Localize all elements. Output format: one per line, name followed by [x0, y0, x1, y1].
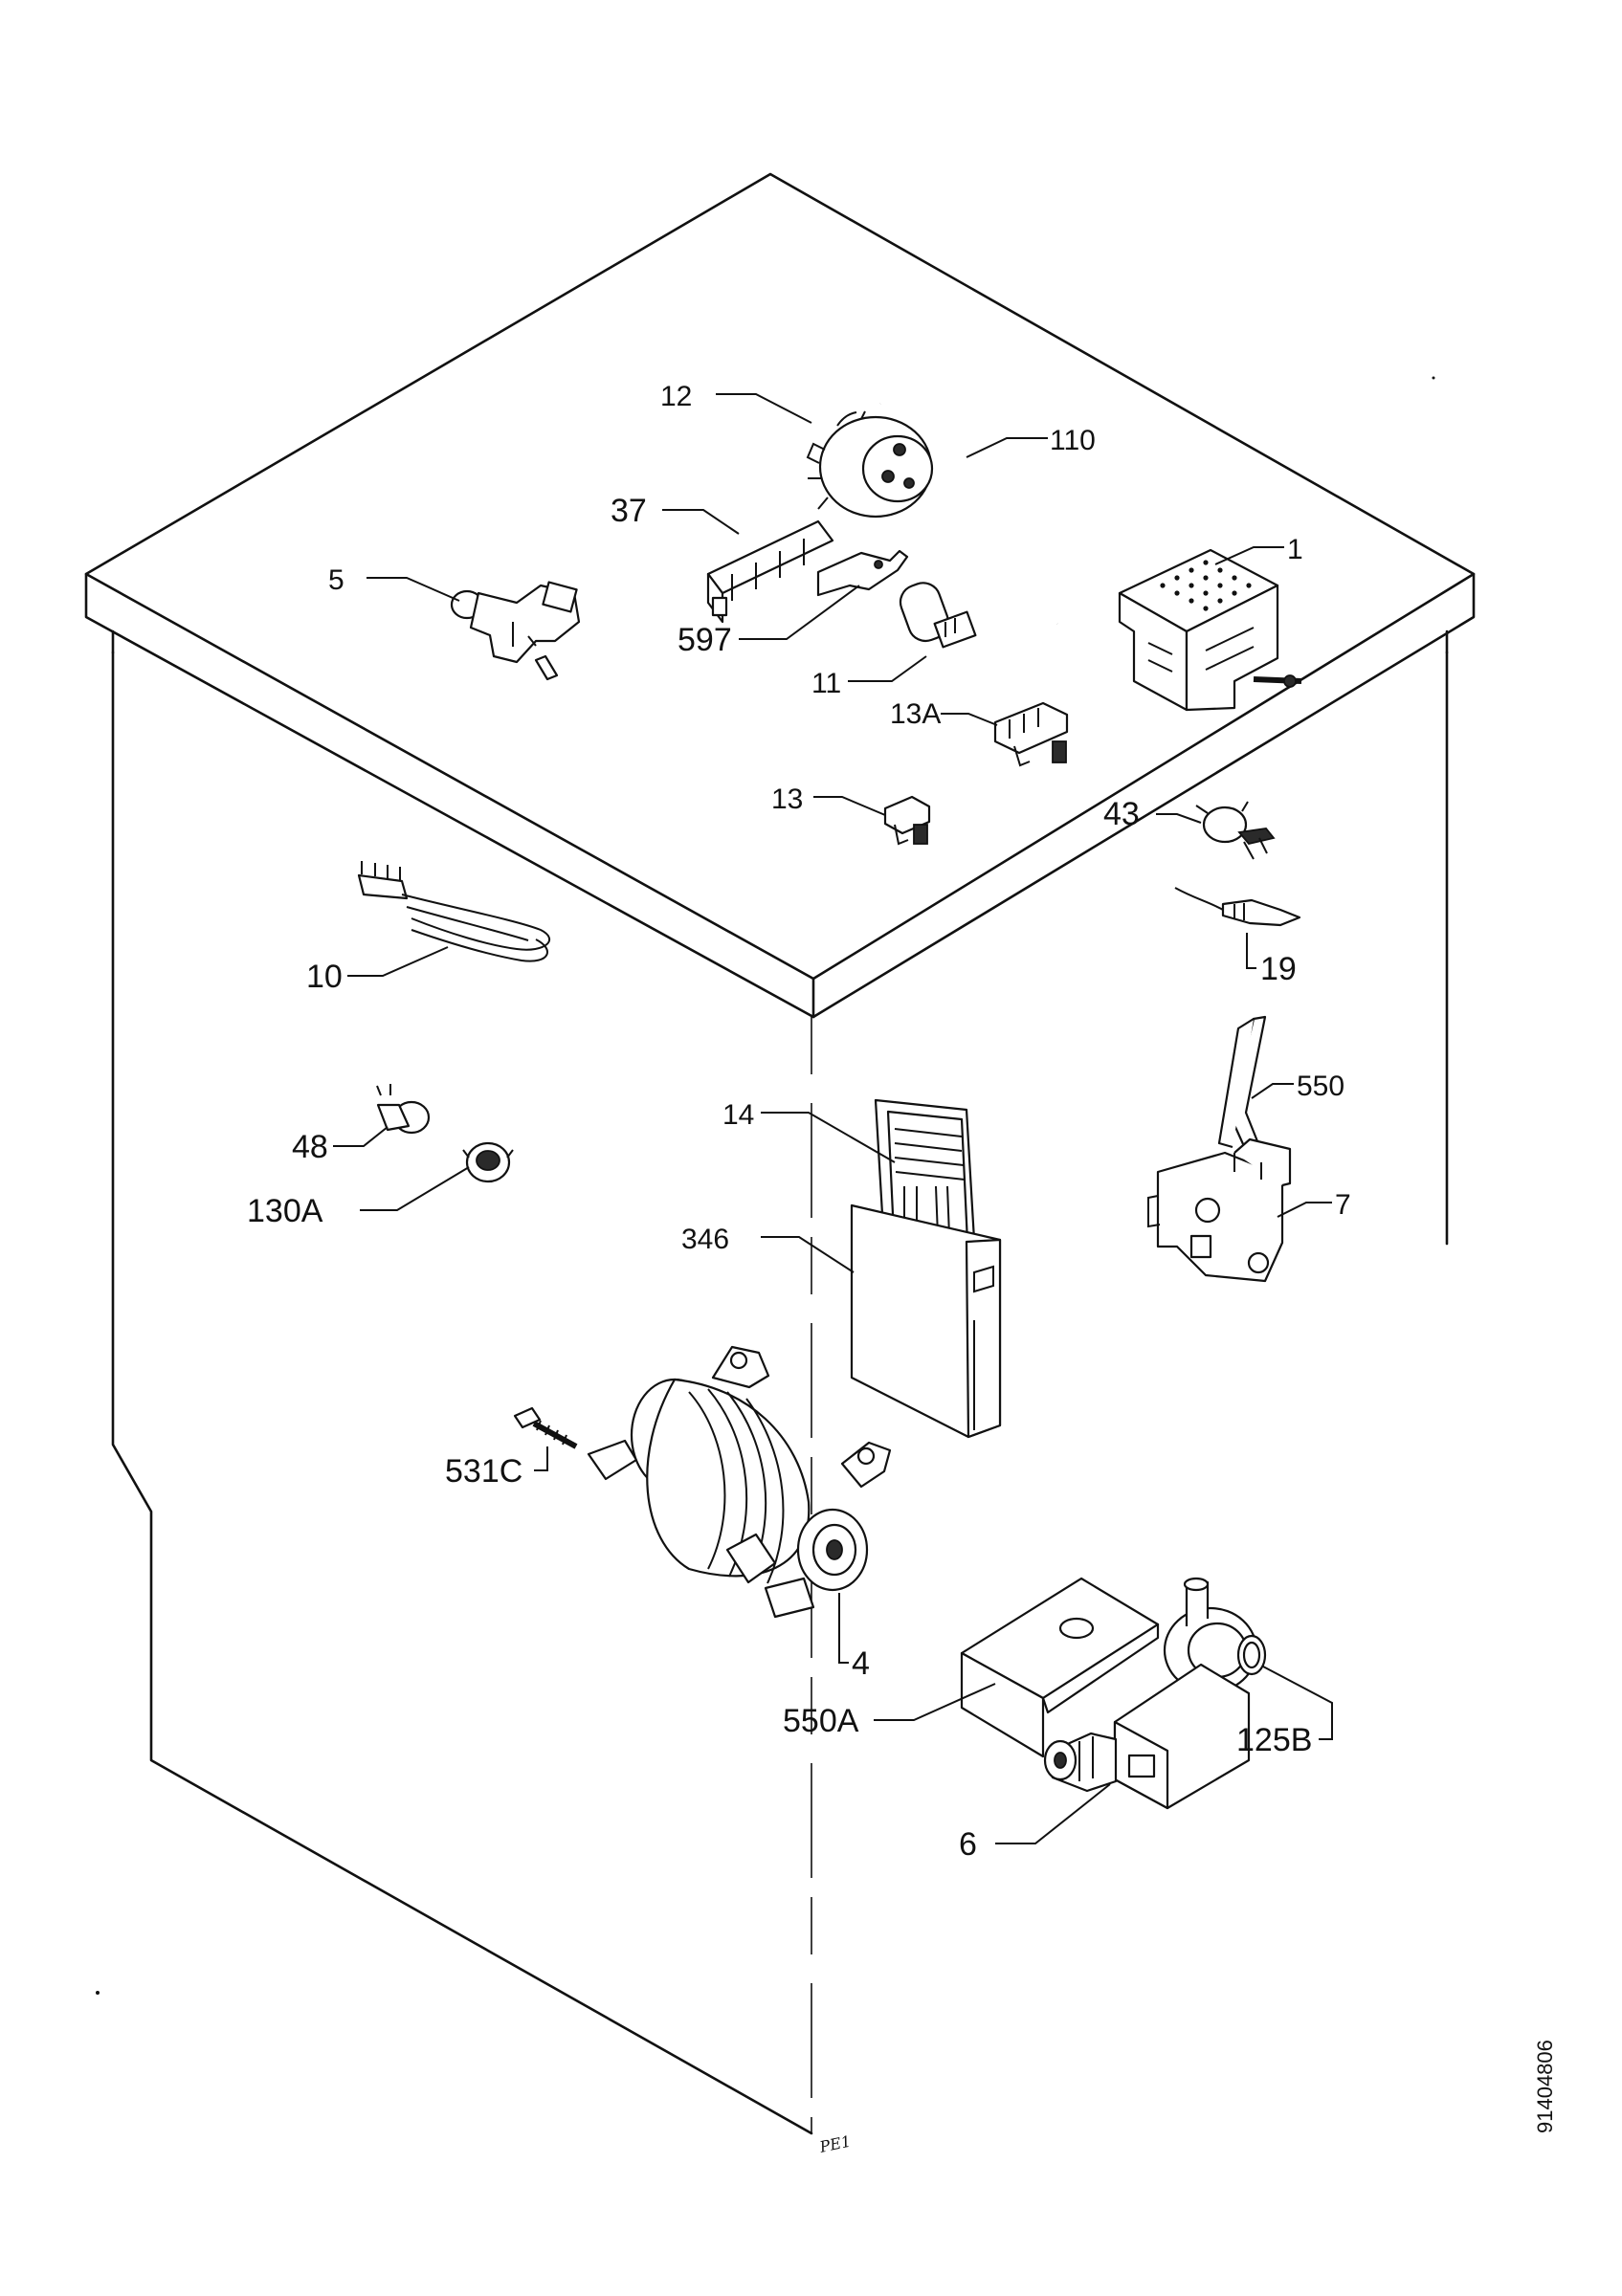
cabinet-left-side: [111, 651, 813, 2135]
part-13-connector: [883, 795, 931, 846]
leader-5: [367, 577, 460, 602]
label-346: 346: [681, 1224, 729, 1255]
part-125b-seal: [1236, 1634, 1267, 1676]
leader-110: [966, 437, 1048, 458]
part-19-sensor: [1174, 887, 1301, 927]
leader-4: [838, 1593, 849, 1664]
leader-43: [1156, 813, 1202, 824]
leader-6: [995, 1783, 1111, 1844]
cabinet-lid-underside: [112, 630, 814, 1018]
drawing-code: 91404806: [1533, 2040, 1557, 2133]
leader-531c: [534, 1446, 548, 1471]
leader-10: [347, 946, 449, 977]
part-10-heating-element: [357, 861, 551, 962]
leader-48: [333, 1126, 389, 1147]
part-1-timer: [1118, 548, 1302, 712]
part-12-programme-selector: [806, 410, 934, 519]
label-13: 13: [771, 784, 803, 815]
leader-13: [813, 796, 886, 816]
part-43-thermostat: [1195, 801, 1276, 860]
label-5: 5: [328, 564, 344, 596]
label-1: 1: [1287, 534, 1303, 565]
part-labels: 12 110 37 1 5 597 11 13A 13 43 19 10 550…: [247, 381, 1351, 1863]
part-6-drain-pump: [1043, 1577, 1258, 1810]
part-7-door-interlock: [1147, 1137, 1292, 1283]
label-10: 10: [306, 959, 343, 995]
part-5-water-valve: [450, 581, 581, 681]
leader-12: [716, 393, 812, 424]
label-125b: 125B: [1236, 1722, 1312, 1758]
stray-dot-left: [96, 1991, 100, 1995]
leader-19: [1246, 933, 1256, 969]
leader-125b: [1262, 1666, 1333, 1740]
leader-37: [662, 509, 740, 535]
part-13a-connector: [993, 701, 1069, 767]
label-11: 11: [811, 668, 841, 699]
part-531c-screw: [513, 1406, 578, 1449]
label-550: 550: [1297, 1071, 1344, 1102]
signature-mark: PE1: [817, 2132, 853, 2157]
leader-7: [1277, 1202, 1332, 1218]
part-130a-button: [462, 1141, 514, 1183]
label-12: 12: [660, 381, 692, 412]
leader-550a: [874, 1683, 996, 1721]
label-550a: 550A: [783, 1703, 859, 1739]
leader-11: [848, 655, 927, 682]
leader-14: [761, 1112, 896, 1163]
part-48-indicator-lamp: [376, 1084, 431, 1135]
part-110-pressure-hose: [879, 398, 1059, 626]
label-37: 37: [611, 493, 647, 529]
stray-dot-right: [1432, 376, 1435, 380]
part-597-clip: [816, 549, 909, 597]
label-6: 6: [959, 1826, 977, 1863]
label-48: 48: [292, 1129, 328, 1165]
label-19: 19: [1260, 951, 1297, 987]
part-11-capacitor: [899, 582, 977, 649]
label-13a: 13A: [890, 698, 941, 730]
leader-346: [761, 1236, 855, 1273]
leader-1: [1214, 546, 1284, 565]
label-531c: 531C: [445, 1453, 522, 1490]
leader-550: [1251, 1083, 1294, 1099]
label-110: 110: [1050, 425, 1096, 456]
label-14: 14: [722, 1099, 754, 1131]
label-7: 7: [1335, 1189, 1351, 1221]
part-37-terminal-block: [706, 519, 834, 624]
part-4-motor: [587, 1345, 892, 1619]
leader-13a: [941, 713, 998, 726]
leader-597: [739, 585, 860, 640]
label-4: 4: [852, 1645, 870, 1682]
leader-130a: [360, 1166, 470, 1211]
label-597: 597: [678, 622, 732, 658]
label-43: 43: [1103, 796, 1140, 832]
part-550-lever: [1217, 1015, 1267, 1157]
leader-lines: [333, 393, 1333, 1844]
part-550a-cover: [960, 1577, 1160, 1758]
label-130a: 130A: [247, 1193, 323, 1229]
part-346-filter-housing: [850, 1203, 1002, 1439]
